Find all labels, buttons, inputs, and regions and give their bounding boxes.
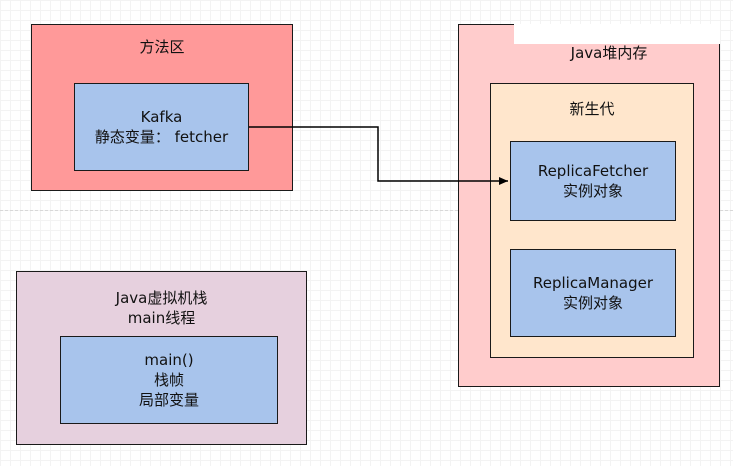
stack-frame-locals: 局部变量 (138, 391, 199, 409)
replica-manager-name: ReplicaManager (532, 274, 654, 292)
stack-frame-node[interactable]: main() 栈帧 局部变量 (60, 336, 278, 424)
heap-label: Java堆内存 (570, 44, 648, 62)
kafka-node[interactable]: Kafka 静态变量： fetcher (74, 83, 249, 171)
dashed-divider (0, 210, 733, 211)
kafka-static-var: 静态变量： fetcher (94, 128, 229, 146)
replica-fetcher-node[interactable]: ReplicaFetcher 实例对象 (510, 141, 676, 221)
replica-fetcher-desc: 实例对象 (562, 182, 623, 200)
replica-manager-desc: 实例对象 (562, 294, 623, 312)
replica-manager-node[interactable]: ReplicaManager 实例对象 (510, 249, 676, 337)
jvm-stack-label: Java虚拟机栈 (115, 289, 208, 307)
method-area-label: 方法区 (139, 38, 185, 56)
kafka-name: Kafka (140, 108, 183, 126)
heap-top-patch (514, 24, 720, 44)
young-gen-label: 新生代 (569, 100, 615, 118)
stack-frame-label: 栈帧 (153, 371, 184, 389)
main-thread-label: main线程 (127, 309, 196, 327)
stack-frame-method: main() (144, 351, 194, 369)
replica-fetcher-name: ReplicaFetcher (537, 162, 649, 180)
